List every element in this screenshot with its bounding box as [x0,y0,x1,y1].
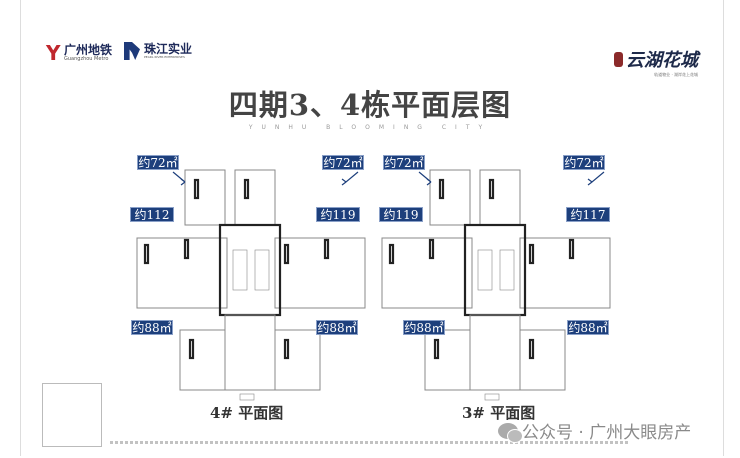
unit-area-tag: 约119㎡ [379,207,423,237]
unit-plan [381,237,473,309]
unit-plan [479,169,521,226]
corridor [469,314,521,391]
metro-logo-text: 广州地铁 [64,43,113,57]
building-4-caption: 4# 平面图 [210,404,284,422]
wall [388,243,395,265]
unit-plan [424,329,471,391]
unit-plan [136,237,228,309]
unit-plan [519,329,566,391]
unit-plan [274,237,366,309]
unit-plan [429,169,471,226]
unit-plan [274,329,321,391]
guangzhou-metro-logo: Y 广州地铁 Guangzhou Metro [46,42,112,64]
unit-area-tag: 约88㎡ [403,320,445,335]
wall [433,338,440,360]
core-stair-elevator [218,223,282,317]
unit-plan [179,329,226,391]
poster-frame [20,0,724,456]
building-3-caption: 3# 平面图 [462,404,536,422]
pearl-river-logo-icon [124,42,140,60]
stair [232,249,248,291]
disclaimer-text [110,441,630,444]
wall [183,238,190,260]
watermark-text: 公众号 · 广州大眼房产 [522,423,692,443]
wall [568,238,575,260]
page-title: 四期3、4栋平面层图 [228,88,512,122]
page-subtitle: YUNHU BLOOMING CITY [248,124,492,131]
unit-plan [184,169,226,226]
wall [488,178,495,200]
pointer-arrow [418,171,432,186]
brand-name: 云湖花城 [626,50,698,71]
pointer-arrow [587,171,605,186]
unit-area-tag: 约119㎡ [316,207,360,237]
seal-icon [614,51,623,67]
unit-area-tag: 约72㎡ [383,155,425,170]
wall [283,243,290,265]
wall [528,243,535,265]
yunhu-brand-logo: 云湖花城 轨道物业 · 湖岸花上花城 [614,46,698,78]
wall [438,178,445,200]
site-plan-thumbnail [42,383,102,447]
pointer-arrow [341,171,359,186]
metro-logo-icon: Y [46,41,61,65]
pearl-river-logo: 珠江实业 PEARL RIVER ENTERPRISES [124,42,192,60]
unit-plan [429,169,471,226]
unit-plan [234,169,276,226]
wall [528,338,535,360]
pearl-logo-en: PEARL RIVER ENTERPRISES [144,55,185,59]
stair [477,249,493,291]
unit-area-tag: 约88㎡ [131,320,173,335]
corridor [224,314,276,391]
wechat-icon [498,422,523,443]
pearl-logo-text: 珠江实业 [144,42,193,56]
unit-area-tag: 约72㎡ [322,155,364,170]
balcony [484,393,500,401]
wall [428,238,435,260]
unit-area-tag: 约117㎡ [566,207,610,237]
unit-area-tag: 约88㎡ [316,320,358,335]
core-stair-elevator [463,223,527,317]
unit-area-tag: 约112㎡ [130,207,174,237]
unit-plan [519,237,611,309]
unit-plan [184,169,226,226]
metro-logo-en: Guangzhou Metro [64,56,109,62]
brand-sub: 轨道物业 · 湖岸花上花城 [654,72,698,77]
wall [323,238,330,260]
unit-area-tag: 约72㎡ [137,155,179,170]
wall [193,178,200,200]
watermark: 公众号 · 广州大眼房产 [498,418,691,443]
wall [283,338,290,360]
elevator [499,249,515,291]
unit-area-tag: 约88㎡ [567,320,609,335]
unit-area-tag: 约72㎡ [563,155,605,170]
wall [243,178,250,200]
balcony [239,393,255,401]
wall [188,338,195,360]
pointer-arrow [172,171,186,186]
wall [143,243,150,265]
elevator [254,249,270,291]
